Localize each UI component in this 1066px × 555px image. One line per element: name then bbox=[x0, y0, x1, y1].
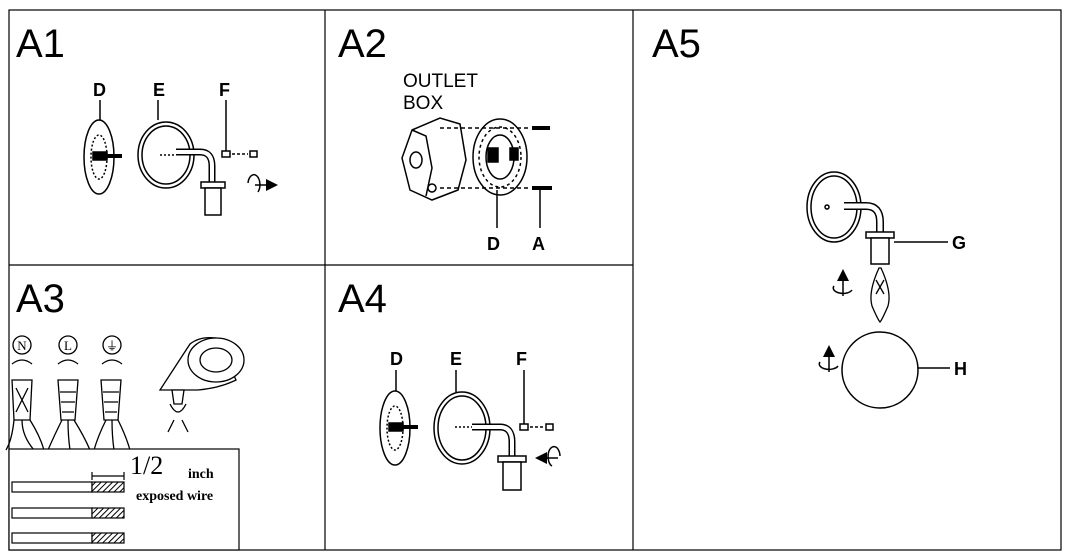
rotate-arrow-icon bbox=[247, 173, 278, 193]
panel-a2-title: A2 bbox=[338, 22, 387, 66]
mounting-plate bbox=[379, 370, 418, 466]
tape-roll-icon bbox=[158, 336, 245, 433]
label-a: A bbox=[532, 234, 545, 254]
mounting-plate bbox=[83, 100, 122, 195]
panel-a1-title: A1 bbox=[16, 22, 65, 66]
panel-a1: A1 D E F bbox=[16, 22, 278, 216]
label-d: D bbox=[487, 234, 500, 254]
strip-fraction: 1/2 bbox=[130, 451, 163, 480]
panel-a5-title: A5 bbox=[652, 22, 701, 66]
panel-a2: A2 OUTLET BOX D A bbox=[338, 22, 552, 254]
wire-symbols bbox=[11, 335, 123, 365]
rotate-arrow-icon bbox=[832, 269, 853, 296]
label-d: D bbox=[390, 349, 403, 369]
panel-a3-title: A3 bbox=[16, 277, 65, 321]
label-g: G bbox=[952, 233, 966, 253]
screws bbox=[440, 126, 552, 228]
canopy-with-arm bbox=[433, 370, 554, 491]
wire-strip-diagram bbox=[11, 472, 125, 544]
outlet-label-line2: BOX bbox=[403, 93, 443, 114]
label-e: E bbox=[450, 349, 462, 369]
bulb-icon bbox=[870, 267, 890, 323]
label-d: D bbox=[93, 80, 106, 100]
label-f: F bbox=[219, 80, 230, 100]
assembled-fixture bbox=[806, 171, 948, 265]
wire-connectors bbox=[5, 379, 131, 451]
label-f: F bbox=[516, 349, 527, 369]
glass-globe bbox=[841, 331, 950, 409]
label-h: H bbox=[954, 359, 967, 379]
live-symbol: L bbox=[64, 338, 72, 353]
panel-a4-title: A4 bbox=[338, 277, 387, 321]
label-e: E bbox=[153, 80, 165, 100]
rotate-arrow-icon bbox=[535, 445, 561, 467]
panel-grid bbox=[8, 9, 1062, 551]
strip-unit: inch bbox=[188, 467, 214, 482]
neutral-symbol: N bbox=[17, 338, 27, 353]
outlet-label-line1: OUTLET bbox=[403, 71, 478, 92]
outlet-box bbox=[401, 117, 467, 201]
panel-a3: A3 N L ⏚ bbox=[5, 277, 245, 551]
canopy-with-arm bbox=[137, 100, 258, 216]
strip-caption: exposed wire bbox=[136, 489, 213, 504]
mounting-plate bbox=[472, 118, 528, 228]
ground-icon: ⏚ bbox=[106, 339, 118, 353]
rotate-arrow-icon bbox=[818, 345, 839, 372]
panel-a5: A5 G H bbox=[652, 22, 967, 409]
panel-a4: A4 D E F bbox=[338, 277, 561, 491]
